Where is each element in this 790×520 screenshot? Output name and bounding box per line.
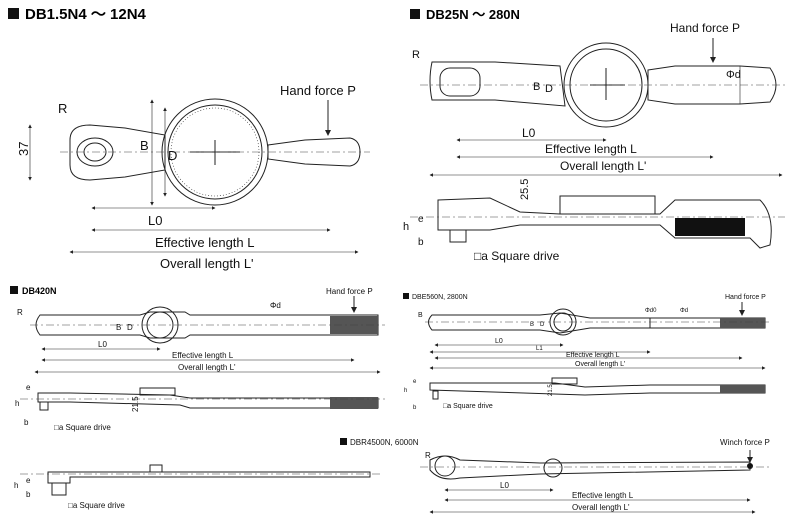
label-square-drive: □a Square drive [474,249,560,263]
label-h: h [404,388,407,394]
section-db1-5n4: DB1.5N4 ～ 12N4 R 37 B D Hand force P L0 … [8,6,370,271]
bullet-icon [340,438,347,445]
label-e: e [418,214,424,225]
section-db420n: DB420N R B D Φd Hand force P L0 Effectiv… [10,286,385,432]
label-l0: L0 [500,481,509,490]
label-e: e [413,379,417,385]
label-effective-length: Effective length L [572,491,634,500]
label-square-drive: □a Square drive [54,423,111,432]
force-label: Hand force P [670,21,740,35]
label-25-5: 25.5 [519,179,531,200]
label-effective-length: Effective length L [155,235,255,250]
section-dbe560n: DBE560N, 2800N B B D Φd0 Φd Hand force P… [403,293,770,411]
label-overall-length: Overall length L' [575,361,625,368]
section-title: DB25N ～ 280N [426,7,520,22]
label-b-lower: b [26,490,31,499]
label-l0: L0 [522,126,536,140]
label-b: B [530,322,534,328]
label-r: R [425,451,431,460]
label-overall-length: Overall length L' [560,159,646,173]
label-21-5: 21.5 [548,384,554,396]
label-phid0: Φd0 [645,308,657,314]
label-b: B [533,81,540,93]
section-title: DB420N [22,286,57,296]
label-37: 37 [16,142,31,156]
label-overall-length: Overall length L' [572,503,630,512]
label-d: D [168,148,177,163]
force-label: Winch force P [720,438,770,447]
label-l1: L1 [536,346,543,352]
label-h: h [15,399,19,408]
label-phid: Φd [270,301,281,310]
label-r: B [418,312,423,319]
label-effective-length: Effective length L [545,142,637,156]
label-phid: Φd [680,308,688,314]
label-e: e [26,383,31,392]
label-overall-length: Overall length L' [178,363,236,372]
label-r: R [58,101,67,116]
section-dbr4500n: DBR4500N, 6000N R Winch force P L0 Effec… [14,438,770,514]
bullet-icon [10,286,18,294]
bullet-icon [8,8,19,19]
label-b-lower: b [413,405,417,411]
label-b: B [140,138,149,153]
wrench-drawing [28,98,370,254]
label-d: D [545,83,553,95]
bullet-icon [410,9,420,19]
label-e: e [26,476,31,485]
section-title: DBR4500N, 6000N [350,438,419,447]
force-label: Hand force P [725,294,766,301]
force-label: Hand force P [326,287,373,296]
force-label: Hand force P [280,83,356,98]
label-effective-length: Effective length L [172,351,234,360]
section-title: DBE560N, 2800N [412,294,468,301]
section-db25n: DB25N ～ 280N R B D Φd Hand force P L0 Ef… [403,7,785,263]
label-b-lower: b [418,237,424,248]
section-title: DB1.5N4 ～ 12N4 [25,6,147,23]
label-overall-length: Overall length L' [160,256,254,271]
label-l0: L0 [495,338,503,345]
label-d: D [127,323,133,332]
label-h: h [14,481,18,490]
label-effective-length: Effective length L [566,352,620,359]
label-d: D [540,322,545,328]
label-b: B [116,323,121,332]
label-phid: Φd [726,69,741,81]
label-r: R [412,49,420,61]
label-square-drive: □a Square drive [68,501,125,510]
wrench-side-view [410,195,785,249]
label-b-lower: b [24,418,29,427]
label-square-drive: □a Square drive [443,403,493,410]
wrench-top-view [420,38,785,177]
label-r: R [17,308,23,317]
label-21-5: 21.5 [131,396,140,412]
bullet-icon [403,293,409,299]
label-l0: L0 [148,213,162,228]
label-l0: L0 [98,340,107,349]
label-h: h [403,221,409,233]
